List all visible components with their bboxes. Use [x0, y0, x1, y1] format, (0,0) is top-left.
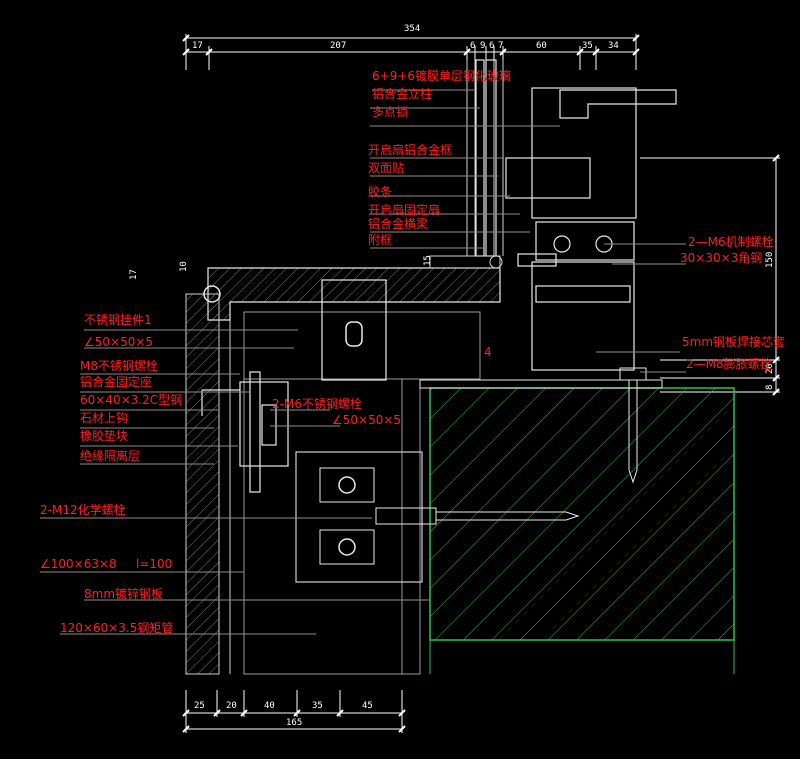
label-m8-expansion: 2—M8膨胀螺栓: [686, 357, 772, 371]
label-alu-mullion: 铝合金立柱: [372, 87, 433, 101]
label-ss-hook: 不锈钢挂件1: [84, 313, 152, 327]
glass-unit: [429, 60, 504, 269]
steel-rect-tube: [243, 311, 481, 675]
dim-total-354: 354: [404, 24, 421, 34]
label-glass: 6+9+6镀膜单层钢化玻璃: [372, 69, 512, 83]
label-alu-transom: 铝合金横梁: [368, 217, 429, 231]
label-multi-lock: 多点锁: [372, 105, 409, 119]
concrete-structure: [419, 379, 735, 674]
dim-9: 9: [480, 41, 486, 51]
dim-207: 207: [330, 41, 347, 51]
dim-17-left: 17: [129, 269, 139, 280]
label-angle-50-left: ∠50×50×5: [84, 335, 154, 349]
label-m6-ss-bolt: 2-M6不锈钢螺栓: [272, 397, 362, 411]
dim-6a: 6: [470, 41, 476, 51]
dim-6b: 6: [489, 41, 495, 51]
label-l-100: l=100: [136, 557, 173, 571]
label-insulation: 绝缘隔离层: [80, 449, 141, 463]
dim-60: 60: [536, 41, 547, 51]
top-dimension-chain: [182, 34, 640, 70]
dim-4: 4: [484, 345, 492, 359]
label-aux-frame: 附框: [368, 233, 393, 247]
ss-hanger-1: [321, 279, 387, 381]
m8-expansion-bolt: [619, 367, 647, 484]
dim-150: 150: [765, 251, 775, 268]
label-galv-plate: 8mm镀锌钢板: [84, 587, 164, 601]
dim-35-bottom: 35: [312, 701, 323, 711]
label-rubber-pad: 橡胶垫块: [80, 429, 129, 443]
c-steel-bracket: [201, 371, 289, 493]
dim-20: 20: [226, 701, 237, 711]
label-c-steel: 60×40×3.2C型钢: [80, 393, 183, 407]
leader-lines: [40, 89, 686, 635]
dim-25: 25: [194, 701, 205, 711]
label-steel-plate-weld: 5mm钢板焊接芯套: [682, 335, 786, 349]
label-alu-seat: 铝合金固定座: [80, 375, 153, 389]
label-angle-50-mid: ∠50×50×5: [332, 413, 402, 427]
m12-chemical-bolt: [375, 507, 580, 525]
label-angle-100: ∠100×63×8: [40, 557, 117, 571]
dim-45: 45: [362, 701, 373, 711]
dim-total-165: 165: [286, 718, 303, 728]
bottom-dimension-chain: [182, 690, 406, 733]
label-vent-fixed-frame: 开启扇固定扇: [368, 203, 441, 217]
label-m8-bolt: M8不锈钢螺栓: [80, 359, 158, 373]
dim-8: 8: [765, 384, 775, 390]
dim-40: 40: [264, 701, 275, 711]
label-m12-chem: 2-M12化学螺栓: [40, 503, 126, 517]
label-stone-hook: 石材上钩: [80, 411, 129, 425]
dim-35: 35: [582, 41, 593, 51]
label-vent-frame: 开启扇铝合金框: [368, 143, 453, 157]
label-m6-bolt: 2—M6机制螺栓: [688, 235, 774, 249]
label-rubber-strip: 胶条: [368, 185, 393, 199]
dim-17: 17: [192, 41, 203, 51]
label-double-tape: 双面贴: [368, 161, 405, 175]
dim-10: 10: [179, 261, 189, 272]
label-angle-30: 30×30×3角钢: [680, 251, 763, 265]
dim-34: 34: [608, 41, 619, 51]
dim-15: 15: [423, 255, 433, 266]
stone-cladding-panel: [185, 293, 245, 675]
dim-7: 7: [498, 41, 504, 51]
galvanized-steel-plate: [295, 451, 423, 583]
label-rect-tube: 120×60×3.5钢矩管: [60, 621, 174, 635]
alu-mullion-frame: [475, 59, 677, 371]
